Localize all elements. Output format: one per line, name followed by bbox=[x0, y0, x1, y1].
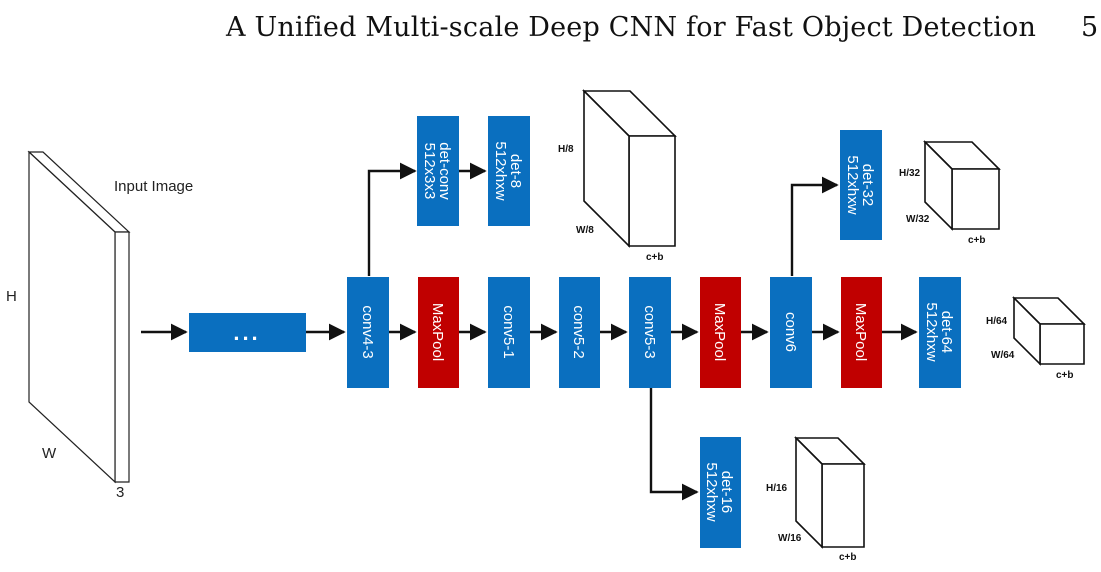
page-header: A Unified Multi-scale Deep CNN for Fast … bbox=[0, 10, 1101, 50]
maxpool-block-3: MaxPool bbox=[841, 277, 882, 388]
main-path-arrows bbox=[141, 162, 918, 501]
svg-text:...: ... bbox=[233, 320, 260, 345]
cube-32-height-label: H/32 bbox=[899, 168, 921, 179]
conv5-1-block: conv5-1 bbox=[488, 277, 530, 388]
feature-cube-32 bbox=[923, 140, 1001, 231]
cube-8-depth-label: c+b bbox=[646, 252, 664, 263]
conv5-3-block: conv5-3 bbox=[629, 277, 671, 388]
conv5-2-block: conv5-2 bbox=[559, 277, 600, 388]
conv4-3-block: conv4-3 bbox=[347, 277, 389, 388]
cube-64-height-label: H/64 bbox=[986, 316, 1008, 327]
paper-running-title: A Unified Multi-scale Deep CNN for Fast … bbox=[226, 12, 1037, 43]
svg-text:512xhxw: 512xhxw bbox=[923, 302, 940, 361]
det-16-block: det-16 512xhxw bbox=[700, 437, 741, 548]
input-channels-label: 3 bbox=[116, 484, 124, 501]
feature-cube-16 bbox=[794, 436, 866, 549]
cube-32-depth-label: c+b bbox=[968, 235, 986, 246]
svg-text:det-64: det-64 bbox=[938, 311, 955, 354]
input-image-slab bbox=[27, 150, 131, 484]
det-conv-block: det-conv 512x3x3 bbox=[417, 116, 459, 226]
svg-text:det-conv: det-conv bbox=[436, 142, 453, 200]
svg-text:conv5-3: conv5-3 bbox=[641, 305, 658, 358]
svg-text:conv6: conv6 bbox=[782, 312, 799, 352]
det-32-block: det-32 512xhxw bbox=[840, 130, 882, 240]
det-8-block: det-8 512xhxw bbox=[488, 116, 530, 226]
cube-32-width-label: W/32 bbox=[906, 214, 930, 225]
cube-8-height-label: H/8 bbox=[558, 144, 574, 155]
svg-text:512x3x3: 512x3x3 bbox=[421, 143, 438, 200]
page-number: 5 bbox=[1081, 12, 1099, 43]
svg-text:512xhxw: 512xhxw bbox=[492, 141, 509, 200]
feature-cube-8 bbox=[582, 89, 677, 248]
cube-16-depth-label: c+b bbox=[839, 552, 857, 563]
cube-16-width-label: W/16 bbox=[778, 533, 802, 544]
svg-text:conv5-2: conv5-2 bbox=[570, 305, 587, 358]
svg-text:conv4-3: conv4-3 bbox=[359, 305, 376, 358]
dots-block: ... bbox=[189, 313, 306, 352]
cube-64-width-label: W/64 bbox=[991, 350, 1015, 361]
svg-text:512xhxw: 512xhxw bbox=[844, 155, 861, 214]
input-image-label: Input Image bbox=[114, 178, 193, 195]
cube-8-width-label: W/8 bbox=[576, 225, 594, 236]
maxpool-block-1: MaxPool bbox=[418, 277, 459, 388]
svg-text:MaxPool: MaxPool bbox=[852, 303, 869, 361]
svg-text:conv5-1: conv5-1 bbox=[500, 305, 517, 358]
svg-text:MaxPool: MaxPool bbox=[429, 303, 446, 361]
det-64-block: det-64 512xhxw bbox=[919, 277, 961, 388]
conv6-block: conv6 bbox=[770, 277, 812, 388]
maxpool-block-2: MaxPool bbox=[700, 277, 741, 388]
svg-text:det-8: det-8 bbox=[507, 154, 524, 188]
input-width-label: W bbox=[42, 445, 57, 462]
cube-64-depth-label: c+b bbox=[1056, 370, 1074, 381]
feature-cube-64 bbox=[1012, 296, 1086, 366]
cube-16-height-label: H/16 bbox=[766, 483, 788, 494]
svg-text:MaxPool: MaxPool bbox=[711, 303, 728, 361]
svg-text:det-16: det-16 bbox=[718, 471, 735, 514]
svg-text:512xhxw: 512xhxw bbox=[703, 462, 720, 521]
input-height-label: H bbox=[6, 288, 17, 305]
svg-text:det-32: det-32 bbox=[859, 164, 876, 207]
